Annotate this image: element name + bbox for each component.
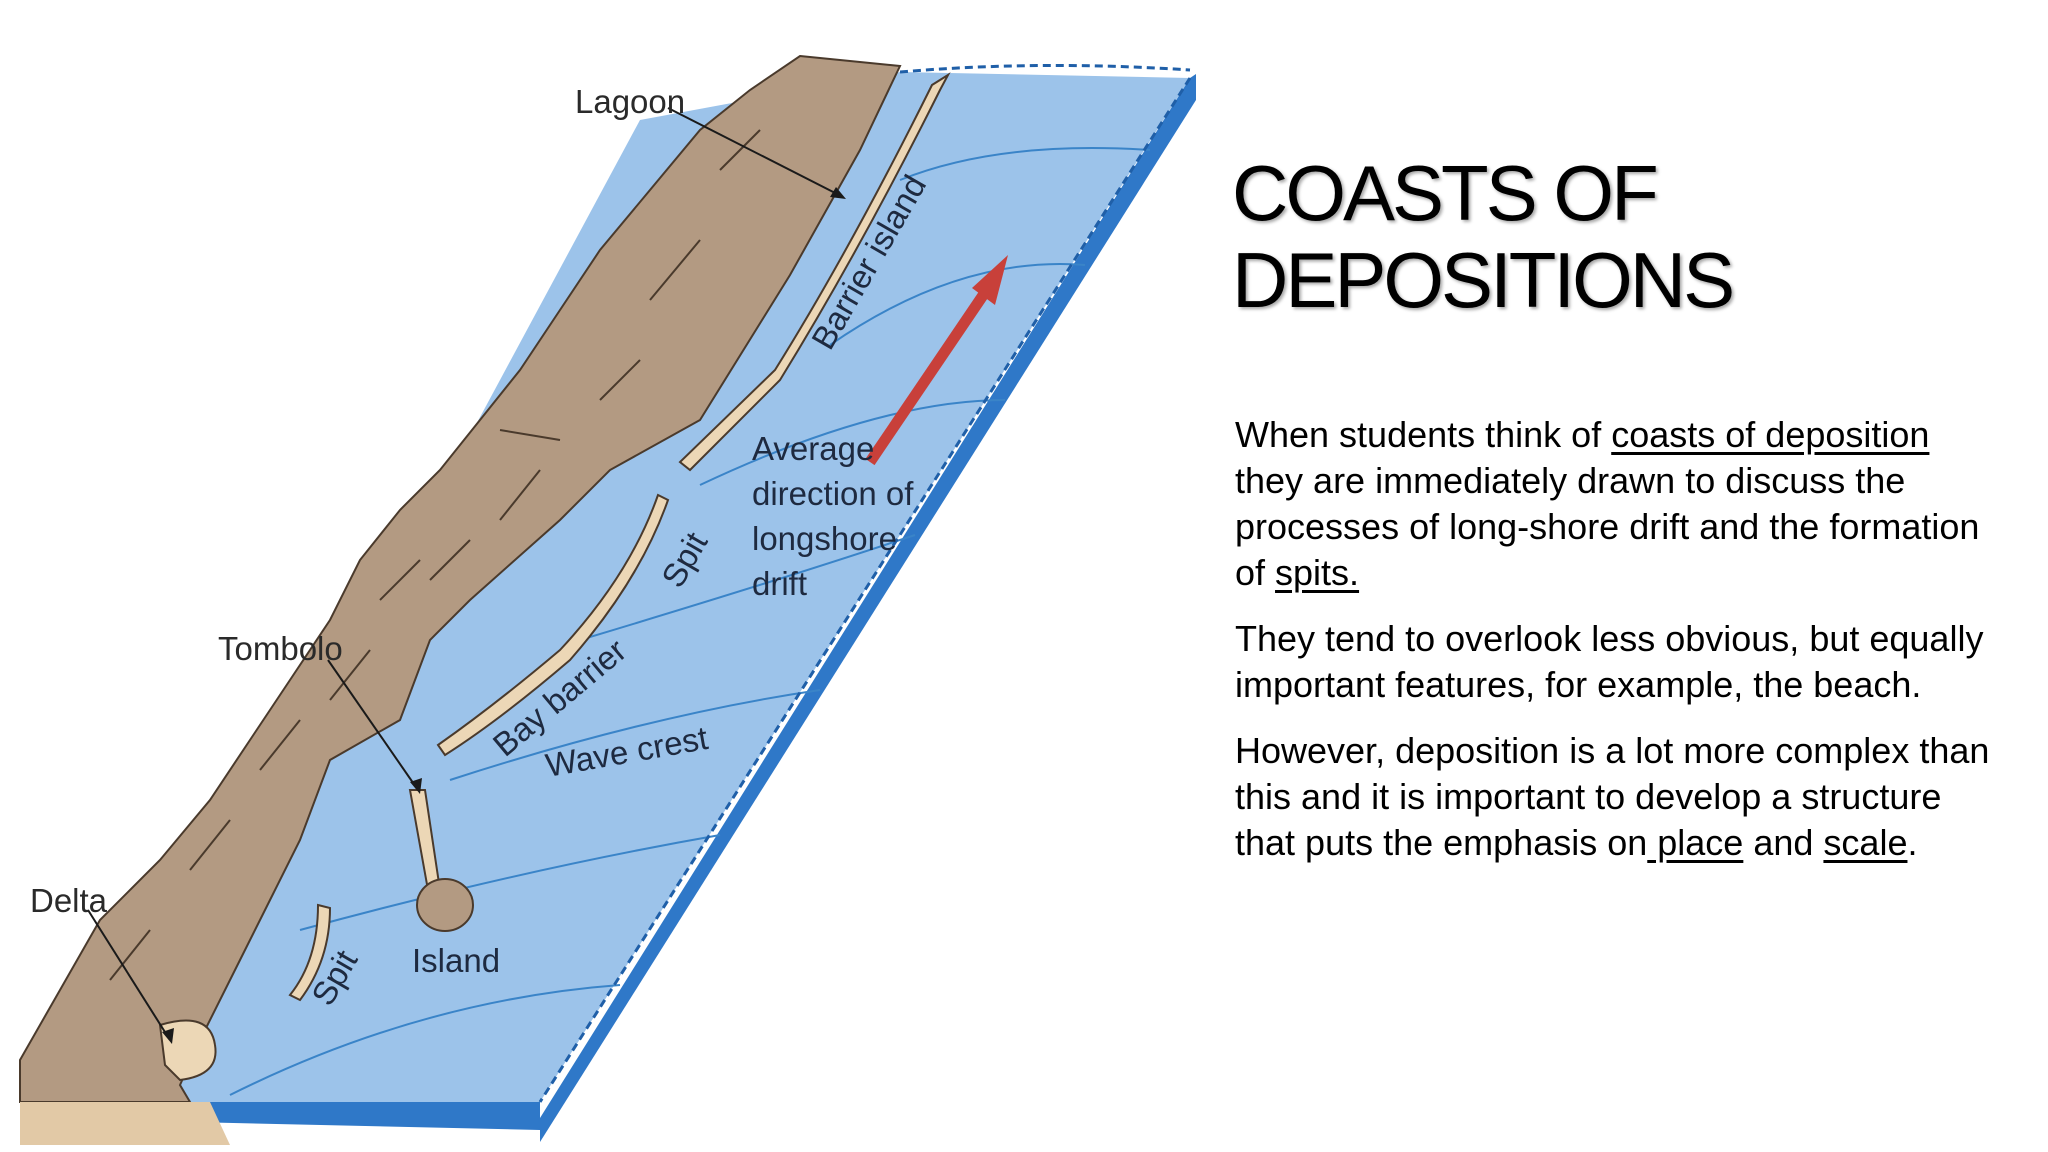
slide-title: COASTS OF DEPOSITIONS (1232, 149, 1992, 325)
sea-bottom-face (190, 1102, 540, 1130)
p1-text-a: When students think of (1235, 414, 1612, 455)
paragraph-2: They tend to overlook less obvious, but … (1235, 618, 1984, 705)
barrier-island (678, 72, 951, 472)
sea-surface (150, 72, 1190, 1102)
p3-text-a: However, deposition is a lot more comple… (1235, 730, 1990, 863)
delta (158, 1019, 217, 1082)
sea-edge (538, 77, 1192, 1103)
bay-barrier (436, 493, 670, 757)
p1-text-c: they are immediately drawn to discuss th… (1235, 460, 1980, 593)
label-lagoon: Lagoon (575, 83, 685, 120)
coastal-land (19, 54, 902, 1103)
slide-body: When students think of coasts of deposit… (1235, 412, 2005, 886)
label-island: Island (412, 942, 500, 979)
p3-term-scale: scale (1823, 822, 1908, 863)
label-drift-line3: longshore (752, 520, 897, 557)
label-tombolo: Tombolo (218, 630, 343, 667)
label-drift-line1: Average (752, 430, 874, 467)
title-line-1: COASTS OF (1232, 149, 1659, 237)
label-delta: Delta (30, 882, 108, 919)
leader-arrowheads (162, 187, 846, 1044)
p1-term-coasts-of-deposition: coasts of deposition (1611, 414, 1930, 455)
leader-lines (87, 107, 844, 1041)
paragraph-1: When students think of coasts of deposit… (1235, 412, 2005, 596)
p3-text-e: . (1907, 822, 1918, 863)
island (416, 878, 474, 932)
p3-term-place: place (1647, 822, 1744, 863)
coastal-deposition-diagram: Lagoon Barrier island Average direction … (19, 54, 1196, 1145)
p1-term-spits: spits. (1275, 552, 1360, 593)
cliff-details (109, 129, 761, 981)
wave-crests (229, 147, 1151, 1096)
lower-spit (288, 903, 332, 1002)
longshore-drift-arrow (865, 255, 1008, 466)
p3-text-c: and (1743, 822, 1824, 863)
title-line-2: DEPOSITIONS (1232, 236, 1735, 325)
sea-top-edge (899, 63, 1191, 74)
label-drift-line2: direction of (752, 475, 914, 512)
sea-side-face (540, 74, 1196, 1142)
sand-base (20, 1102, 230, 1145)
paragraph-3: However, deposition is a lot more comple… (1235, 728, 2005, 866)
label-drift-line4: drift (752, 565, 807, 602)
